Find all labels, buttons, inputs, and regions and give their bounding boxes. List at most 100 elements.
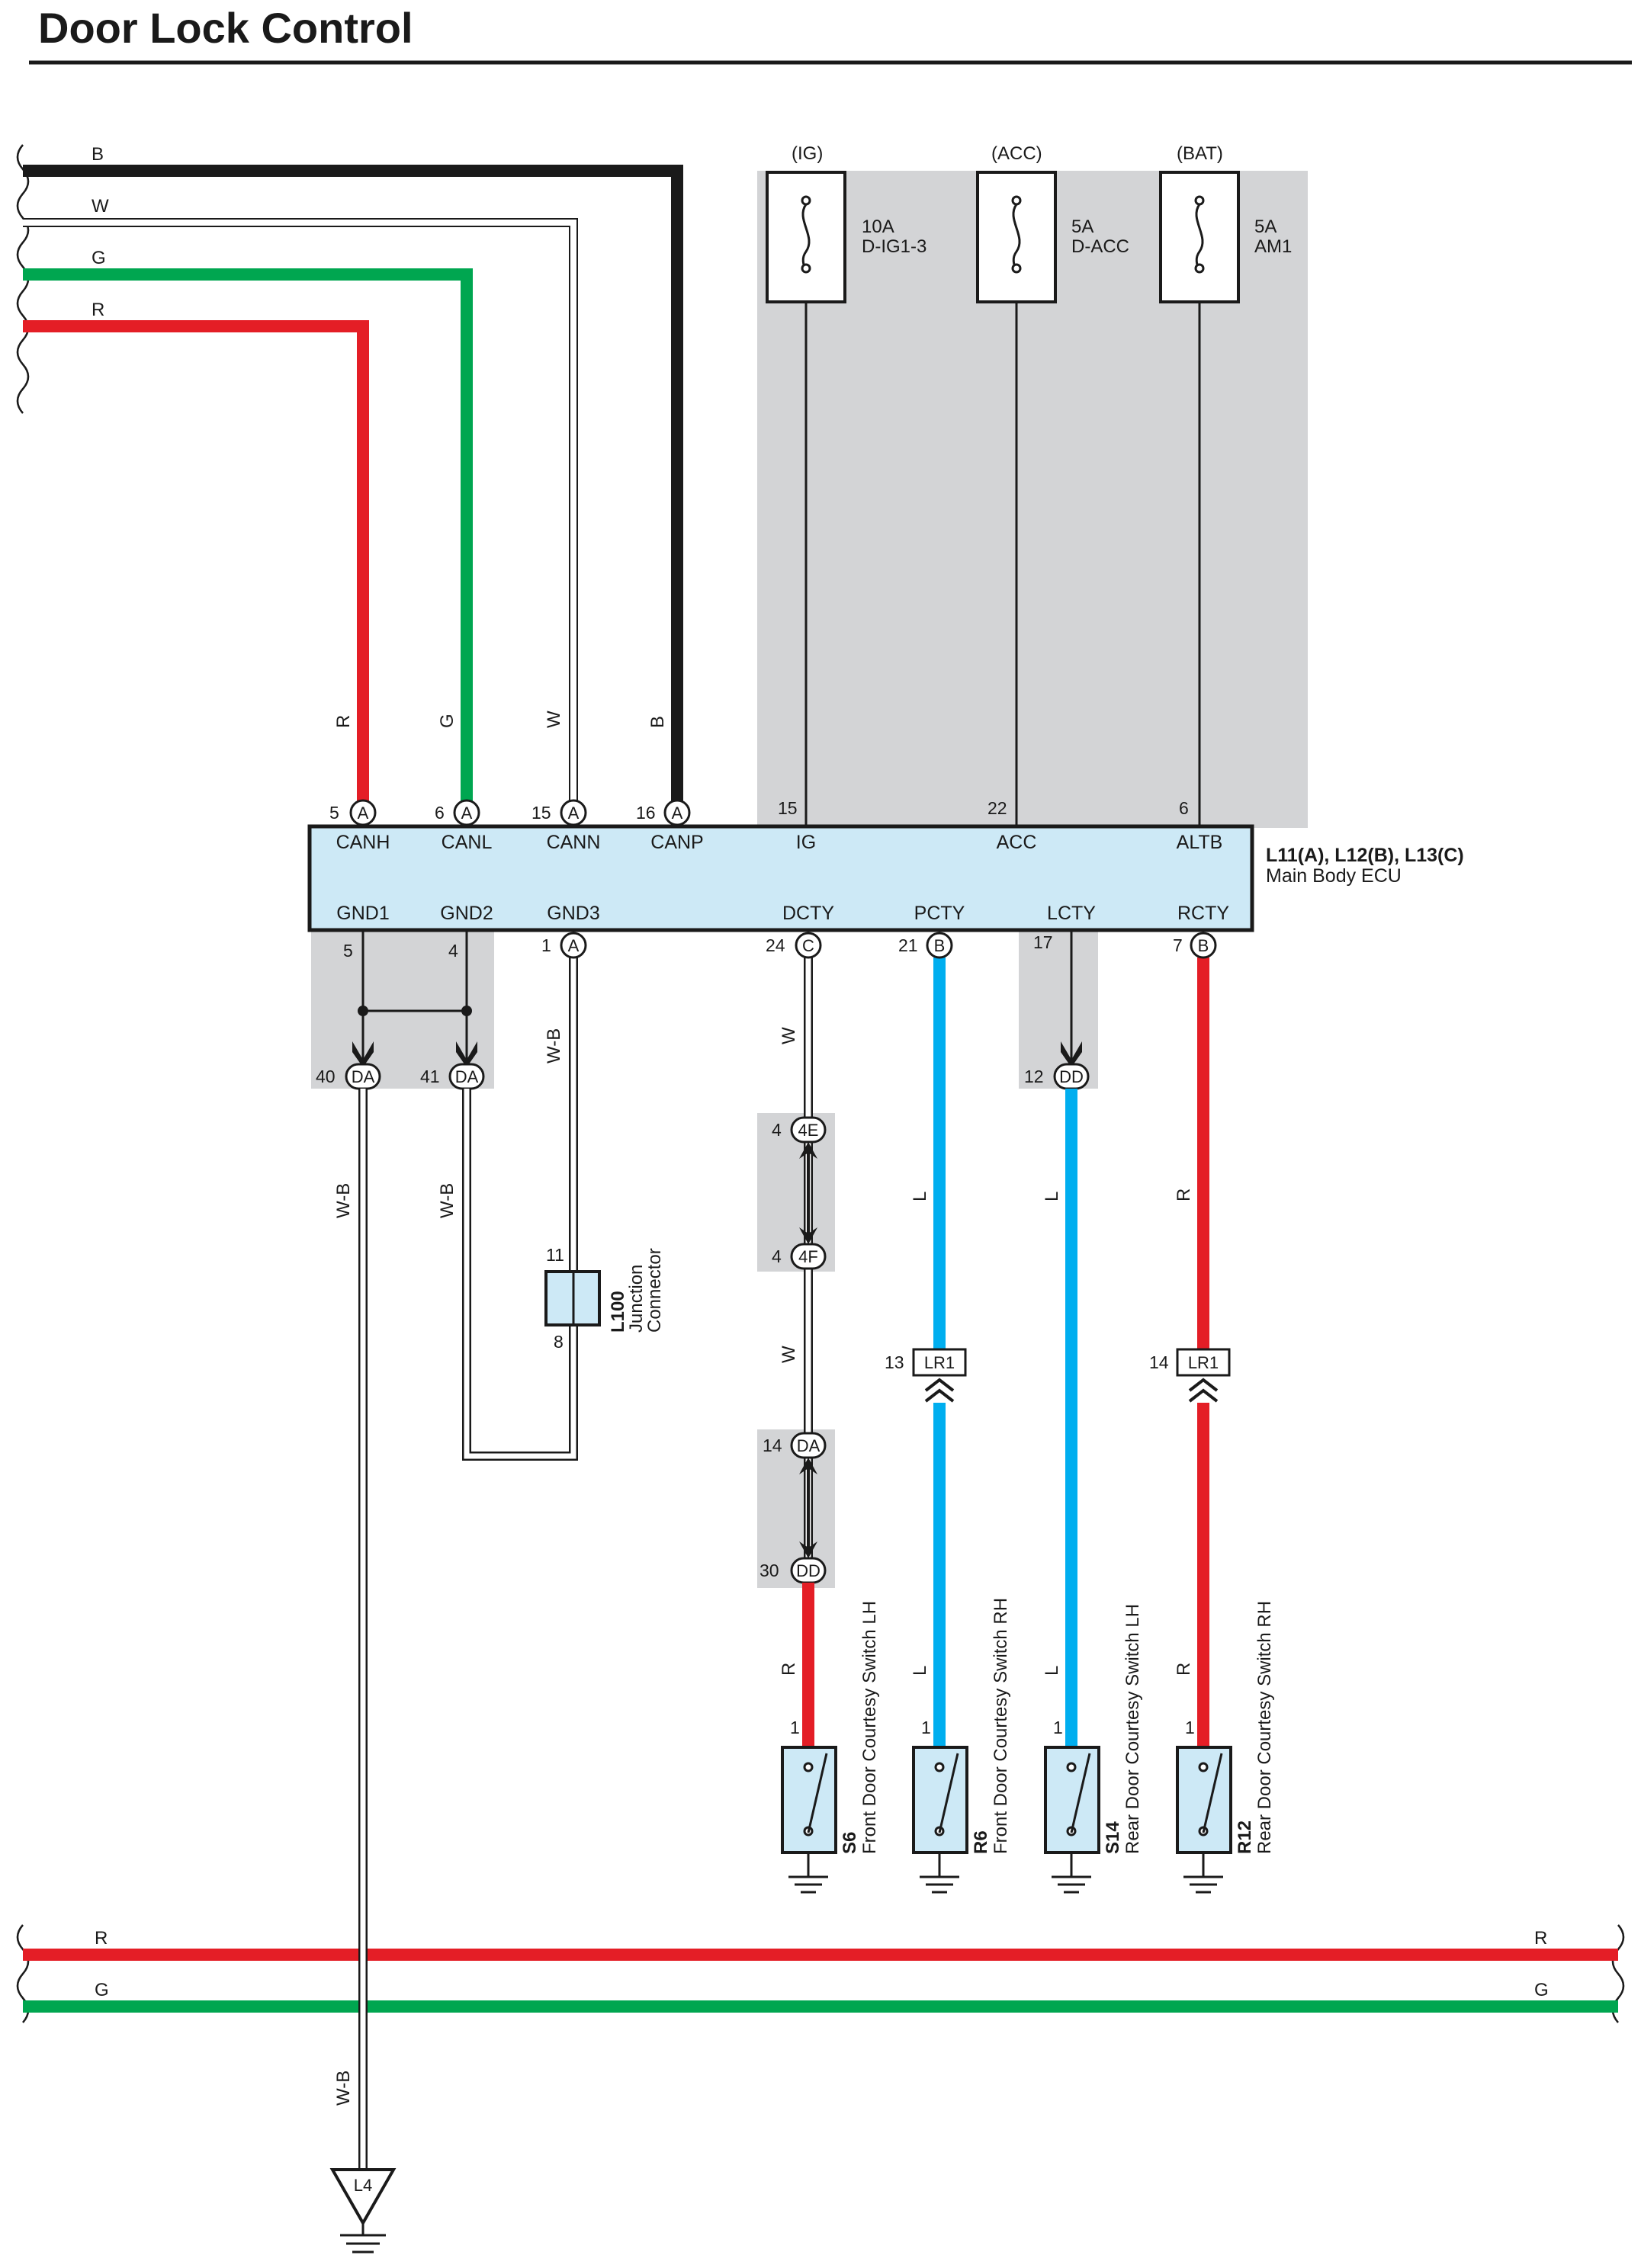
arrow-lr1-13 (924, 1378, 955, 1403)
switch-s14-name: Rear Door Courtesy Switch LH (1122, 1604, 1143, 1854)
pin-gnd1-number: 5 (343, 941, 353, 961)
switch-r12-code: R12 (1235, 1820, 1255, 1854)
fuse-ig-amp: 10A (862, 217, 894, 237)
bottom-wire-label-g-right: G (1534, 1980, 1549, 2000)
wire-label-pcty-l-2: L (910, 1666, 930, 1676)
connector-4f-label: 4F (798, 1247, 818, 1266)
pin-l100-8: 8 (554, 1332, 564, 1352)
connector-4f (790, 1243, 827, 1270)
pin-pcty-number: 21 (898, 935, 918, 955)
pin-canl-connector: A (461, 804, 473, 823)
pin-cann-connector: A (568, 804, 580, 823)
fuse-ig-source: (IG) (792, 143, 823, 164)
connector-da41-label: DA (455, 1067, 479, 1086)
connector-arrow-dd12 (1061, 1041, 1082, 1067)
pin-gnd3-number: 1 (541, 935, 551, 955)
pin-l100-11: 11 (546, 1245, 564, 1265)
switch-r6-name: Front Door Courtesy Switch RH (991, 1598, 1011, 1854)
terminal-canp: CANP (650, 832, 703, 853)
connector-da40-label: DA (352, 1067, 375, 1086)
ecu-connector-label: L11(A), L12(B), L13(C) (1266, 845, 1464, 866)
switch-s6: 1 S6 Front Door Courtesy Switch LH (781, 1601, 880, 1894)
wire-label-dcty-w-1: W (779, 1027, 799, 1044)
pin-gnd3-connector: A (568, 936, 580, 955)
wire-label-wb-2: W-B (437, 1183, 458, 1218)
pin-canh-number: 5 (329, 803, 339, 823)
fuse-acc-source: (ACC) (991, 143, 1042, 164)
bottom-wire-label-r-right: R (1534, 1928, 1547, 1949)
pin-dd30-number: 30 (759, 1561, 779, 1580)
switch-r6: 1 R6 Front Door Courtesy Switch RH (912, 1598, 1011, 1894)
wire-label-r: R (92, 300, 104, 320)
splice-point-left (358, 1006, 368, 1016)
pin-rcty (1190, 932, 1217, 959)
pin-pcty (926, 932, 953, 959)
wire-label-wb-1: W-B (333, 1183, 354, 1218)
connector-arrow-da41 (456, 1041, 477, 1067)
pin-canp-number: 16 (636, 803, 656, 823)
fuse-acc-amp: 5A (1071, 217, 1093, 237)
connector-4e-label: 4E (798, 1121, 819, 1140)
fuse-acc-name: D-ACC (1071, 236, 1129, 257)
ecu-top-terminals: CANH CANL CANN CANP IG ACC ALTB (336, 832, 1223, 853)
connector-arrow-da40 (352, 1041, 374, 1067)
terminal-rcty: RCTY (1177, 903, 1229, 924)
ecu-top-pins: A 5 A 6 A 15 A 16 15 22 6 (329, 798, 1189, 826)
terminal-dcty: DCTY (782, 903, 834, 924)
pin-canl-number: 6 (435, 803, 445, 823)
switch-r12-name: Rear Door Courtesy Switch RH (1254, 1601, 1275, 1854)
pin-ig-number: 15 (778, 798, 798, 818)
connector-lr1-14-label: LR1 (1188, 1353, 1219, 1372)
ground-l4-label: L4 (354, 2176, 372, 2195)
switch-r12: 1 R12 Rear Door Courtesy Switch RH (1176, 1601, 1275, 1894)
bottom-wire-label-g-left: G (95, 1980, 109, 2000)
connector-dd12-label: DD (1059, 1067, 1084, 1086)
pin-da41-number: 41 (420, 1067, 440, 1086)
arrow-lr1-14 (1188, 1378, 1219, 1403)
main-body-ecu (307, 824, 1254, 932)
wire-gnd2-gnd3 (464, 942, 576, 1459)
pin-4e-number: 4 (772, 1120, 782, 1140)
pin-da14-number: 14 (763, 1436, 782, 1455)
pin-lcty-number: 17 (1033, 932, 1053, 952)
pin-pcty-connector: B (934, 936, 946, 955)
pin-s14-number: 1 (1053, 1718, 1063, 1737)
wire-canp-black (23, 165, 683, 812)
page-title: Door Lock Control (38, 4, 413, 52)
wire-cann-white (23, 220, 576, 812)
connector-lr1-14 (1176, 1348, 1231, 1377)
pin-r6-number: 1 (921, 1718, 931, 1737)
terminal-canl: CANL (442, 832, 493, 853)
arrow-dd30 (799, 1541, 817, 1558)
pin-dcty (795, 932, 822, 959)
wire-label-b: B (92, 144, 104, 165)
switch-s6-name: Front Door Courtesy Switch LH (859, 1601, 880, 1854)
wire-canl-green (23, 268, 473, 812)
wire-label-rcty-r-2: R (1174, 1663, 1194, 1676)
junction-line2: Connector (644, 1248, 665, 1333)
pin-canp-connector: A (672, 804, 683, 823)
ground-splice (361, 930, 468, 1067)
pin-rcty-number: 7 (1173, 935, 1183, 955)
connector-lr1-13 (912, 1348, 967, 1377)
pin-acc-number: 22 (987, 798, 1007, 818)
wire-label-dcty-w-2: W (779, 1346, 799, 1363)
wire-label-w: W (92, 196, 109, 217)
connector-dd30-label: DD (796, 1561, 820, 1580)
terminal-ig: IG (796, 832, 816, 853)
wire-label-canp-b: B (647, 716, 668, 728)
pin-4f-number: 4 (772, 1246, 782, 1266)
wire-label-rcty-r-1: R (1174, 1189, 1194, 1201)
terminal-acc: ACC (997, 832, 1037, 853)
terminal-canh: CANH (336, 832, 390, 853)
terminal-gnd1: GND1 (336, 903, 389, 924)
wire-label-canl-g: G (437, 714, 458, 728)
pin-lr1-13-number: 13 (885, 1352, 904, 1372)
pin-dcty-connector: C (802, 936, 814, 955)
pin-gnd2-number: 4 (448, 941, 458, 961)
fuse-bat-source: (BAT) (1177, 143, 1223, 164)
fuse-ig: (IG) 10A D-IG1-3 (766, 143, 926, 303)
ground-point-l4 (329, 2168, 397, 2227)
arrow-da14 (799, 1458, 817, 1474)
